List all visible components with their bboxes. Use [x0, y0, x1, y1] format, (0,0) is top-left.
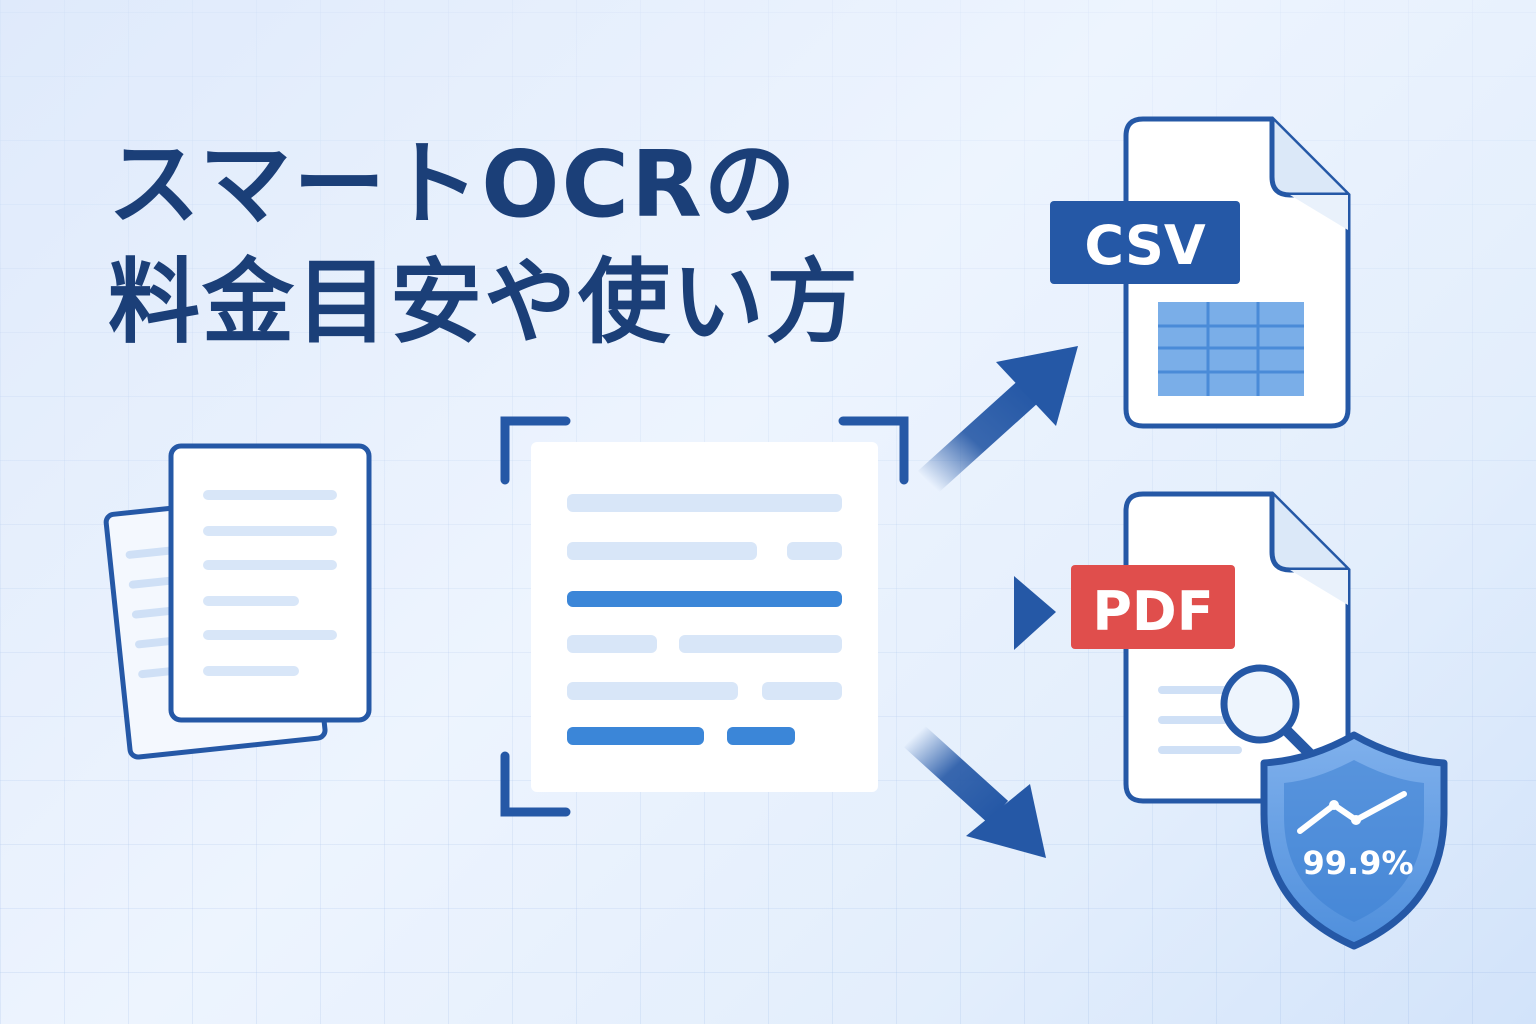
title-line-1: スマートOCRの [108, 131, 798, 238]
page-title: スマートOCRの 料金目安や使い方 [108, 126, 860, 362]
front-page [168, 443, 372, 723]
arrow-to-output [903, 724, 1046, 858]
csv-badge: CSV [1050, 201, 1240, 284]
frame-corner-bottom-left [500, 751, 571, 817]
arrow-to-csv [917, 346, 1078, 494]
accuracy-label: 99.9% [1302, 844, 1413, 882]
scan-frame-icon [500, 416, 909, 817]
scanned-document [531, 442, 878, 792]
spreadsheet-file-icon: CSV [1050, 116, 1351, 429]
recognized-text-lines [567, 494, 842, 745]
pdf-file-fold [1269, 494, 1348, 573]
frame-corner-top-left [500, 416, 571, 485]
magnifier-icon [1220, 664, 1328, 772]
trend-line-icon [1297, 791, 1407, 834]
pdf-text-lines [1158, 686, 1242, 754]
arrow-to-pdf [905, 576, 1056, 650]
frame-corner-top-right [838, 416, 909, 485]
pdf-badge-label: PDF [1092, 580, 1213, 643]
stacked-pages-icon [103, 443, 372, 760]
shield-check-icon: 99.9% [1260, 731, 1448, 950]
csv-file-fold [1269, 119, 1348, 198]
pdf-badge: PDF [1071, 565, 1235, 649]
csv-badge-label: CSV [1084, 214, 1206, 277]
title-line-2: 料金目安や使い方 [108, 248, 861, 356]
spreadsheet-grid [1158, 302, 1304, 396]
